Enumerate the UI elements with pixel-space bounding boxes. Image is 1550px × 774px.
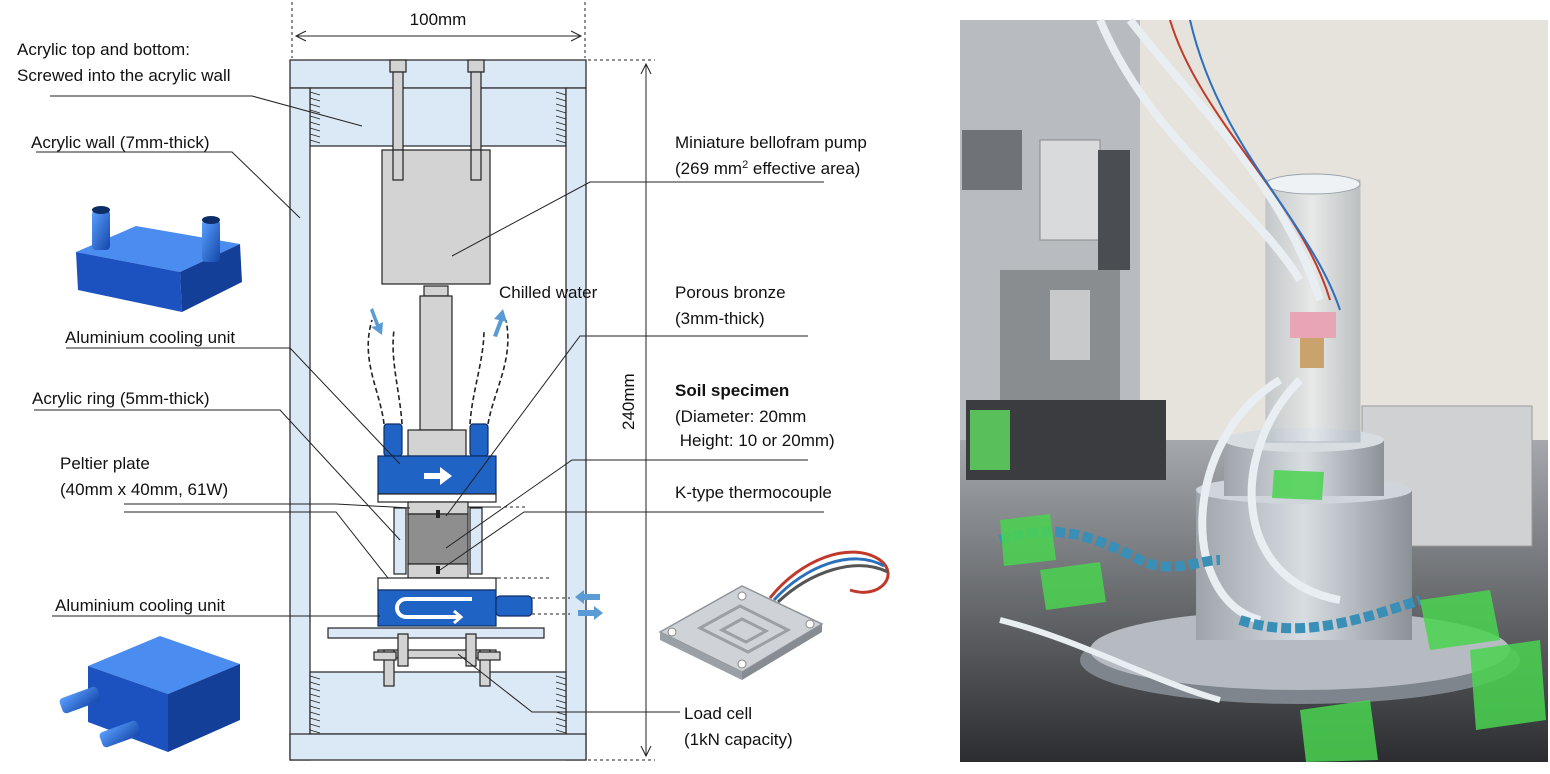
thread-hatch xyxy=(555,705,567,710)
thread-hatch xyxy=(555,723,567,728)
soil-specimen-label-3: Height: 10 or 20mm) xyxy=(675,431,835,450)
thread-hatch xyxy=(555,109,567,114)
thread-hatch xyxy=(555,121,567,126)
pump-label-1: Miniature bellofram pump xyxy=(675,133,867,152)
cooling-unit-bottom-label: Aluminium cooling unit xyxy=(55,596,225,615)
chilled-water-lines xyxy=(367,308,509,425)
peltier-label-1: Peltier plate xyxy=(60,454,150,473)
thread-hatch xyxy=(309,139,321,144)
thread-hatch xyxy=(555,699,567,704)
thread-hatch xyxy=(309,717,321,722)
acrylic-ring-label: Acrylic ring (5mm-thick) xyxy=(32,389,210,408)
height-dimension: 240mm xyxy=(588,59,655,761)
thread-hatch xyxy=(555,133,567,138)
width-label: 100mm xyxy=(410,10,467,29)
thread-hatch xyxy=(309,133,321,138)
acrylic-chamber xyxy=(289,59,587,761)
thread-hatch xyxy=(555,717,567,722)
thread-hatch xyxy=(309,711,321,716)
thread-hatch xyxy=(309,729,321,734)
acrylic-ring-left xyxy=(393,507,407,575)
cooling-unit-top-label: Aluminium cooling unit xyxy=(65,328,235,347)
thread-hatch xyxy=(309,705,321,710)
thread-hatch xyxy=(555,675,567,680)
leader-lines xyxy=(34,95,824,713)
soil-specimen-label-2: (Diameter: 20mm xyxy=(675,407,806,426)
peltier-label-2: (40mm x 40mm, 61W) xyxy=(60,480,228,499)
thread-hatch xyxy=(309,103,321,108)
top-cooling-unit xyxy=(377,423,497,503)
water-out-arrow xyxy=(493,309,507,337)
thread-hatch xyxy=(309,121,321,126)
pump-label-2: (269 mm2 effective area) xyxy=(675,159,860,178)
aluminium-water-block-icon-bottom xyxy=(59,636,240,752)
aluminium-water-block-icon xyxy=(76,206,242,312)
thread-hatch xyxy=(555,681,567,686)
thread-hatch xyxy=(309,97,321,102)
bottom-cooling-unit xyxy=(377,577,603,627)
load-cell-label-2: (1kN capacity) xyxy=(684,730,793,749)
soil-specimen-title: Soil specimen xyxy=(675,381,789,400)
thread-hatch xyxy=(309,681,321,686)
thread-hatch xyxy=(555,127,567,132)
acrylic-bottom-plate xyxy=(309,671,567,735)
acrylic-wall-label: Acrylic wall (7mm-thick) xyxy=(31,133,210,152)
acrylic-ring-right xyxy=(469,507,483,575)
bronze-label-2: (3mm-thick) xyxy=(675,309,765,328)
specimen-stack xyxy=(393,501,552,579)
acrylic-top-label-1: Acrylic top and bottom: xyxy=(17,40,190,59)
thread-hatch xyxy=(309,693,321,698)
thread-hatch xyxy=(555,91,567,96)
load-cell-assembly xyxy=(327,627,545,687)
water-in-arrow xyxy=(370,308,383,335)
bellofram-pump xyxy=(381,59,491,431)
acrylic-top-label-2: Screwed into the acrylic wall xyxy=(17,66,231,85)
thread-hatch xyxy=(555,103,567,108)
width-dimension: 100mm xyxy=(291,2,586,58)
thread-hatch xyxy=(309,115,321,120)
thread-hatch xyxy=(309,109,321,114)
thread-hatch xyxy=(309,723,321,728)
thread-hatch xyxy=(555,115,567,120)
thread-hatch xyxy=(309,699,321,704)
pump-piston xyxy=(419,295,453,431)
thread-hatch xyxy=(309,675,321,680)
acrylic-wall-right xyxy=(565,87,587,761)
chilled-water-label: Chilled water xyxy=(499,283,598,302)
bronze-label-1: Porous bronze xyxy=(675,283,786,302)
thread-hatch xyxy=(555,729,567,734)
load-cell-icon xyxy=(658,550,890,680)
thread-hatch xyxy=(555,693,567,698)
apparatus-photo xyxy=(960,17,1548,762)
thread-hatch xyxy=(555,687,567,692)
height-label: 240mm xyxy=(619,373,638,430)
thread-hatch xyxy=(309,127,321,132)
load-cell-label-1: Load cell xyxy=(684,704,752,723)
thermocouple-label: K-type thermocouple xyxy=(675,483,832,502)
acrylic-top-plate xyxy=(289,59,587,89)
thread-hatch xyxy=(309,687,321,692)
thread-hatch xyxy=(555,139,567,144)
thread-hatch xyxy=(309,91,321,96)
thread-hatch xyxy=(555,97,567,102)
